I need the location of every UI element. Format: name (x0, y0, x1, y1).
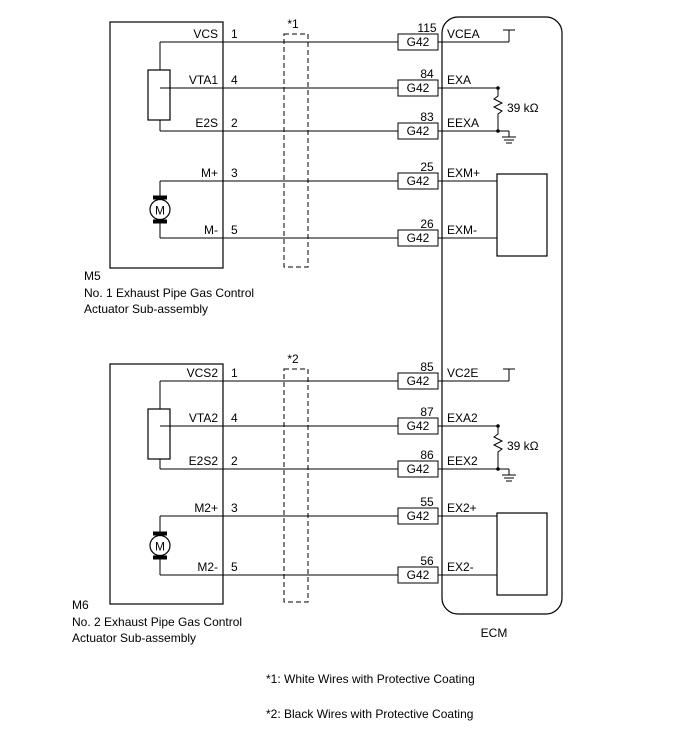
comp-m5-pin-4-connector-box (397, 79, 439, 97)
comp-m6-pin-2-ecm-pin: 86 (420, 448, 434, 462)
comp-m6-pin-1-connector: G42 (407, 374, 430, 388)
comp-m6-pin-5-number: 5 (231, 560, 238, 574)
comp-m5-ground-junction (496, 129, 500, 133)
comp-m6-pin-3-connector-box (397, 507, 439, 525)
shield-2 (283, 368, 309, 603)
comp-m6-pin-3-connector: G42 (407, 509, 430, 523)
note-2: *2: Black Wires with Protective Coating (266, 707, 473, 721)
comp-m5-motor-brush-bottom (153, 219, 167, 224)
comp-m6-pulldown-resistor (492, 426, 504, 469)
comp-m5-pin-3-ecm-terminal: EXM+ (447, 166, 480, 180)
comp-m5-pin-2-connector: G42 (407, 124, 430, 138)
ecm-label: ECM (481, 626, 508, 640)
comp-m5-pin-3-label: M+ (201, 166, 218, 180)
comp-m6-name-line1: No. 2 Exhaust Pipe Gas Control (72, 615, 242, 629)
comp-m5-pin-4-number: 4 (231, 73, 238, 87)
comp-m6-resistor-value: 39 kΩ (507, 439, 539, 453)
comp-m5-pin-2-number: 2 (231, 116, 238, 130)
comp-m5-pin-5-connector: G42 (407, 231, 430, 245)
comp-m6-pin-3-ecm-terminal: EX2+ (447, 501, 477, 515)
comp-m5-pin-1-connector-box (397, 33, 439, 51)
comp-m6-pin-4-number: 4 (231, 411, 238, 425)
ecm-outline (441, 16, 563, 615)
comp-m5-pin-1-label: VCS (193, 27, 218, 41)
comp-m5-pin-4-ecm-terminal: EXA (447, 73, 471, 87)
comp-m5-ecm-driver-box (496, 173, 548, 257)
comp-m6-pin-3-ecm-pin: 55 (420, 495, 434, 509)
comp-m6-id: M6 (72, 598, 89, 612)
comp-m5-pin-3-connector-box (397, 172, 439, 190)
comp-m5-pin-4-label: VTA1 (189, 73, 218, 87)
comp-m5-pin-1-ecm-terminal: VCEA (447, 27, 480, 41)
comp-m5-motor-symbol: M (155, 204, 165, 218)
shield-1 (283, 33, 309, 268)
comp-m6-pin-2-number: 2 (231, 454, 238, 468)
comp-m5-motor-brush-top (153, 195, 167, 200)
comp-m6-pin-1-label: VCS2 (187, 366, 219, 380)
comp-m6-pin-3-label: M2+ (194, 501, 218, 515)
comp-m6-pin-5-label: M2- (197, 560, 218, 574)
comp-m5-pin-1-connector: G42 (407, 35, 430, 49)
comp-m6-ground-junction (496, 467, 500, 471)
comp-m5-sensor-element (147, 69, 171, 121)
comp-m6-pin-4-label: VTA2 (189, 411, 218, 425)
comp-m5-name-line2: Actuator Sub-assembly (84, 302, 208, 316)
comp-m5-pin-5-ecm-terminal: EXM- (447, 223, 477, 237)
comp-m6-pin-1-ecm-terminal: VC2E (447, 366, 478, 380)
comp-m6-pin-1-connector-box (397, 372, 439, 390)
shield-label-2: *2 (287, 352, 299, 366)
note-1: *1: White Wires with Protective Coating (266, 672, 475, 686)
comp-m5-resistor-value: 39 kΩ (507, 101, 539, 115)
shield-label-1: *1 (287, 17, 299, 31)
comp-m6-pin-4-ecm-terminal: EXA2 (447, 411, 478, 425)
comp-m5-pin-5-ecm-pin: 26 (420, 217, 434, 231)
comp-m6-pin-2-ecm-terminal: EEX2 (447, 454, 478, 468)
comp-m5-pin-2-ecm-pin: 83 (420, 110, 434, 124)
comp-m6-motor-brush-top (153, 531, 167, 536)
comp-m6-motor-brush-bottom (153, 555, 167, 560)
comp-m5-pin-3-ecm-pin: 25 (420, 160, 434, 174)
comp-m5-pin-2-label: E2S (195, 116, 218, 130)
comp-m5-motor-icon (149, 198, 171, 221)
comp-m5-pin-1-number: 1 (231, 27, 238, 41)
comp-m6-pin-5-ecm-terminal: EX2- (447, 560, 474, 574)
comp-m6-pin-5-connector-box (397, 566, 439, 584)
comp-m6-pin-1-ecm-pin: 85 (420, 360, 434, 374)
comp-m5-pin-4-connector: G42 (407, 81, 430, 95)
comp-m6-motor-icon (149, 534, 171, 557)
comp-m5-pin-2-connector-box (397, 122, 439, 140)
comp-m5-pin-3-connector: G42 (407, 174, 430, 188)
comp-m5-name-line1: No. 1 Exhaust Pipe Gas Control (84, 286, 254, 300)
comp-m5-pin-5-number: 5 (231, 223, 238, 237)
comp-m5-pin-1-ecm-pin: 115 (417, 21, 436, 35)
comp-m5-pin-5-connector-box (397, 229, 439, 247)
comp-m6-pin-2-connector: G42 (407, 462, 430, 476)
comp-m6-pin-2-label: E2S2 (189, 454, 219, 468)
comp-m5-pin-2-ecm-terminal: EEXA (447, 116, 479, 130)
comp-m6-ecm-driver-box (496, 512, 548, 596)
comp-m6-motor-symbol: M (155, 540, 165, 554)
comp-m6-pin-2-connector-box (397, 460, 439, 478)
comp-m6-name-line2: Actuator Sub-assembly (72, 631, 196, 645)
comp-m6-pin-4-connector-box (397, 417, 439, 435)
comp-m5-pin-5-label: M- (204, 223, 218, 237)
comp-m6-pin-5-ecm-pin: 56 (420, 554, 434, 568)
comp-m6-box (109, 363, 224, 605)
comp-m6-pin-4-ecm-pin: 87 (420, 405, 434, 419)
comp-m6-pin-3-number: 3 (231, 501, 238, 515)
comp-m6-pin-4-connector: G42 (407, 419, 430, 433)
comp-m5-pin-3-number: 3 (231, 166, 238, 180)
comp-m6-sensor-element (147, 408, 171, 460)
comp-m5-pin-4-ecm-pin: 84 (420, 67, 434, 81)
comp-m5-pulldown-resistor (492, 88, 504, 131)
comp-m6-pin-5-connector: G42 (407, 568, 430, 582)
comp-m5-id: M5 (84, 269, 101, 283)
comp-m5-box (109, 21, 224, 269)
comp-m6-pin-1-number: 1 (231, 366, 238, 380)
